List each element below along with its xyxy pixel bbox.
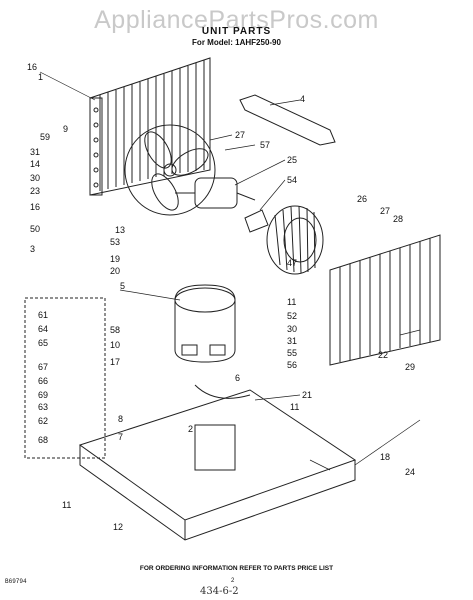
callout: 47 xyxy=(287,258,297,268)
callout: 31 xyxy=(287,336,297,346)
callout: 63 xyxy=(38,402,48,412)
callout: 2 xyxy=(188,424,193,434)
model-number: For Model: 1AHF250-90 xyxy=(192,38,281,47)
callout: 14 xyxy=(30,159,40,169)
callout: 64 xyxy=(38,324,48,334)
callout: 6 xyxy=(235,373,240,383)
callout: 31 xyxy=(30,147,40,157)
callout: 65 xyxy=(38,338,48,348)
wire-harness xyxy=(194,384,251,399)
callout: 62 xyxy=(38,416,48,426)
callout: 3 xyxy=(30,244,35,254)
callout: 66 xyxy=(38,376,48,386)
callout: 28 xyxy=(393,214,403,224)
callout: 23 xyxy=(30,186,40,196)
callout: 56 xyxy=(287,360,297,370)
callout: 61 xyxy=(38,310,48,320)
watermark: AppliancePartsPros.com xyxy=(94,6,379,34)
callout: 52 xyxy=(287,311,297,321)
callout-labels: 16 1 59 9 31 14 30 23 16 50 3 13 53 19 2… xyxy=(27,62,415,532)
callout: 12 xyxy=(113,522,123,532)
callout: 24 xyxy=(405,467,415,477)
callout: 22 xyxy=(378,350,388,360)
callout: 50 xyxy=(30,224,40,234)
callout: 19 xyxy=(110,254,120,264)
callout: 16 xyxy=(30,202,40,212)
ordering-note: FOR ORDERING INFORMATION REFER TO PARTS … xyxy=(139,565,334,572)
callout: 18 xyxy=(380,452,390,462)
compressor xyxy=(174,284,236,363)
mounting-bracket xyxy=(239,94,336,146)
callout: 8 xyxy=(118,414,123,424)
callout: 27 xyxy=(235,130,245,140)
callout: 69 xyxy=(38,390,48,400)
callout: 11 xyxy=(62,500,71,510)
leader-lines xyxy=(39,71,421,471)
callout: 16 xyxy=(27,62,37,72)
page-number: 2 xyxy=(231,578,235,584)
callout: 21 xyxy=(302,390,312,400)
callout: 29 xyxy=(405,362,415,372)
callout: 68 xyxy=(38,435,48,445)
callout: 4 xyxy=(300,94,305,104)
callout: 11 xyxy=(287,297,296,307)
condenser-coil xyxy=(89,57,211,196)
callout: 53 xyxy=(110,237,120,247)
callout: 27 xyxy=(380,206,390,216)
parts-kit-box xyxy=(24,297,106,459)
callout: 5 xyxy=(120,281,125,291)
evaporator-coil xyxy=(329,234,441,366)
callout: 58 xyxy=(110,325,120,335)
callout: 57 xyxy=(260,140,270,150)
callout: 59 xyxy=(40,132,50,142)
handwritten-note: 434-6-2 xyxy=(200,586,239,597)
callout: 67 xyxy=(38,362,48,372)
document-code: B69794 xyxy=(5,578,27,585)
callout: 25 xyxy=(287,155,297,165)
callout: 17 xyxy=(110,357,120,367)
callout: 55 xyxy=(287,348,297,358)
callout: 10 xyxy=(110,340,120,350)
callout: 9 xyxy=(63,124,68,134)
base-pan xyxy=(78,389,357,541)
blower-wheel xyxy=(266,205,324,275)
callout: 30 xyxy=(30,173,40,183)
callout: 30 xyxy=(287,324,297,334)
diagram-title: UNIT PARTS xyxy=(201,26,272,37)
callout: 54 xyxy=(287,175,297,185)
callout: 13 xyxy=(115,225,125,235)
callout: 26 xyxy=(357,194,367,204)
fan-motor xyxy=(175,177,256,209)
callout: 1 xyxy=(38,72,43,82)
callout: 11 xyxy=(290,402,299,412)
motor-mount-plate xyxy=(244,209,269,233)
condenser-fan-blade xyxy=(124,124,216,216)
control-bracket xyxy=(194,424,236,471)
callout: 7 xyxy=(118,432,123,442)
callout: 20 xyxy=(110,266,120,276)
